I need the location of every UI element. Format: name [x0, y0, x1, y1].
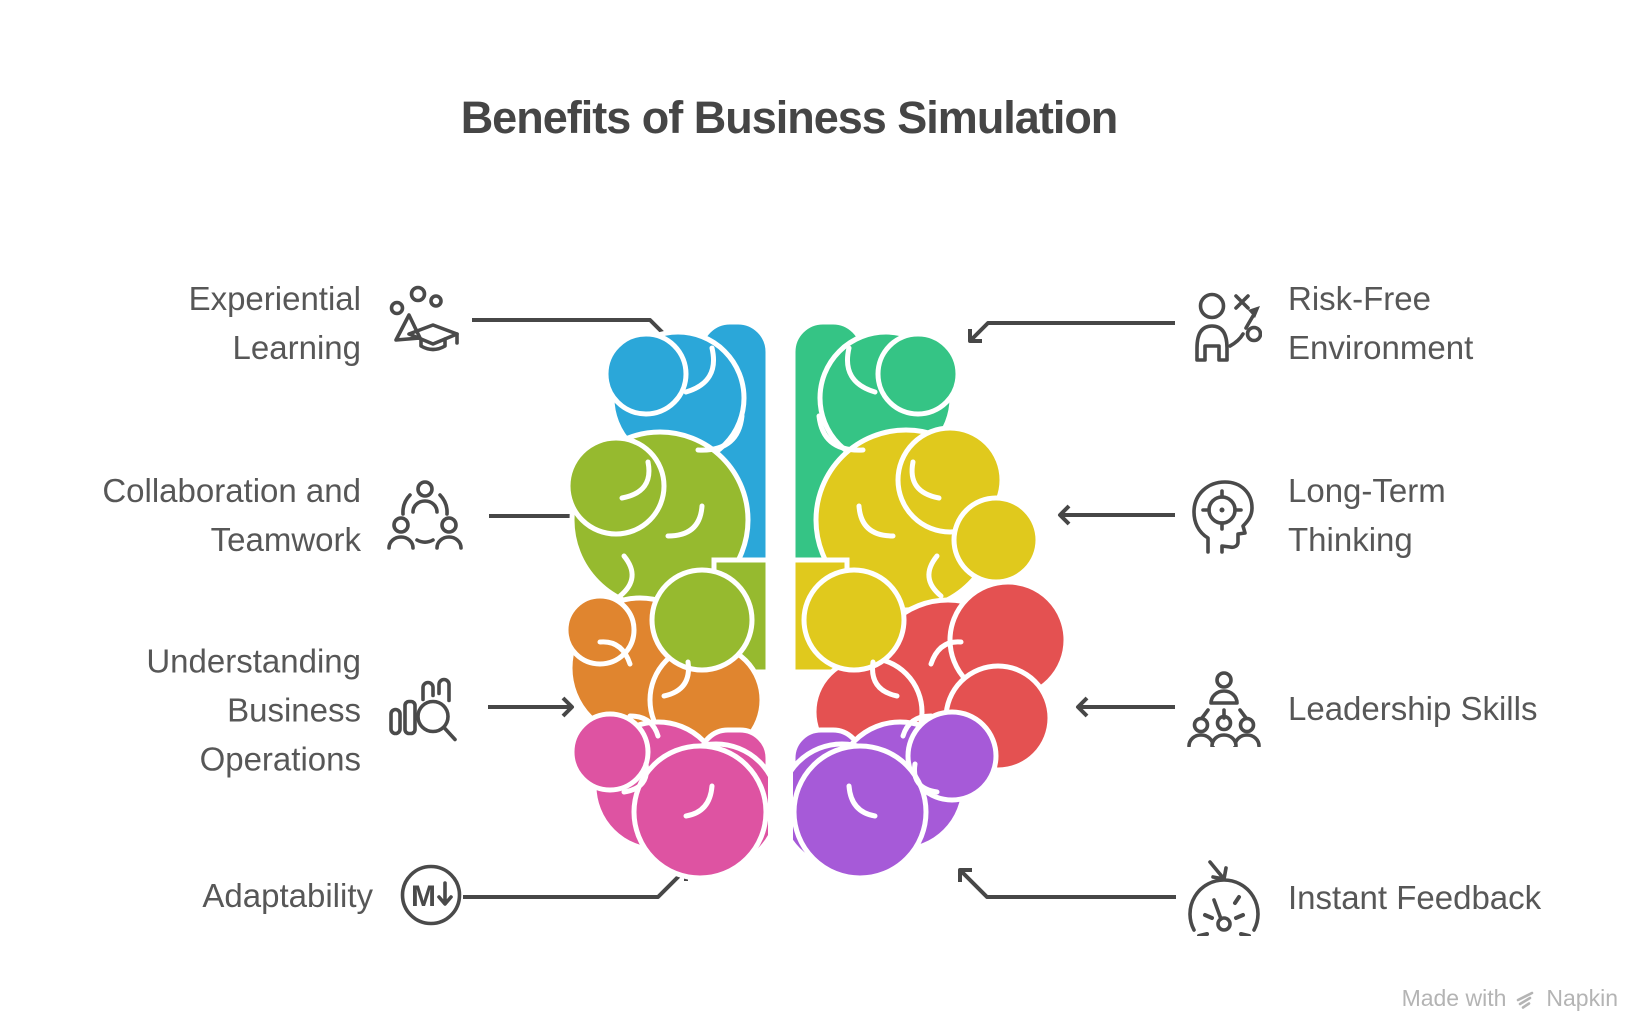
brain-section-red [811, 579, 1069, 773]
brain-section-blue [603, 319, 768, 615]
benefit-label-line: Adaptability [202, 876, 373, 914]
benefit-label: Leadership Skills [1288, 684, 1537, 733]
brain-yellow-bump [801, 567, 907, 673]
benefit-adaptability: Adaptability M [202, 863, 463, 927]
brain-section-pink [569, 711, 768, 881]
adaptability-icon: M [400, 864, 462, 926]
benefit-collaboration-teamwork: Collaboration and Teamwork [102, 466, 463, 564]
collaboration-teamwork-icon [387, 480, 463, 550]
benefit-instant-feedback: Instant Feedback [1186, 858, 1541, 936]
brain-fold-lines-left [597, 345, 745, 819]
benefit-label: Instant Feedback [1288, 873, 1541, 922]
benefit-label-line: Risk-Free [1288, 280, 1432, 317]
benefit-label-line: Long-Term [1288, 472, 1446, 509]
long-term-thinking-icon [1192, 480, 1254, 554]
benefit-label-line: Experiential [188, 280, 361, 317]
benefit-label-line: Learning [232, 329, 361, 366]
benefit-label-line: Leadership Skills [1288, 689, 1538, 727]
benefit-long-term-thinking: Long-Term Thinking [1186, 466, 1446, 564]
brain-fold-lines-right [816, 345, 964, 819]
benefit-label: Experiential Learning [189, 274, 361, 372]
brain-green-bump [649, 567, 755, 673]
risk-free-environment-icon [1195, 292, 1262, 362]
benefit-label: Collaboration and Teamwork [102, 466, 361, 564]
made-with-napkin: Made with Napkin [1402, 985, 1618, 1012]
benefit-label: Understanding Business Operations [146, 637, 361, 784]
benefit-label-line: Understanding [146, 642, 361, 680]
benefit-label-line: Thinking [1288, 521, 1413, 558]
benefit-leadership-skills: Leadership Skills [1186, 669, 1537, 747]
page-title: Benefits of Business Simulation [460, 92, 1119, 143]
benefit-label-line: Instant Feedback [1288, 878, 1542, 916]
benefit-label-line: Business [227, 691, 361, 729]
experiential-learning-icon [389, 285, 459, 352]
benefit-risk-free-environment: Risk-Free Environment [1186, 274, 1473, 372]
benefit-label-line: Teamwork [210, 521, 361, 558]
benefit-label: Long-Term Thinking [1288, 466, 1446, 564]
benefit-label-line: Environment [1288, 329, 1474, 366]
footer-made-with-text: Made with [1401, 985, 1507, 1011]
napkin-logo-icon [1517, 991, 1534, 1009]
brain-right-hemisphere [793, 319, 1069, 881]
brain-illustration [563, 319, 1069, 881]
benefit-label-line: Operations [199, 740, 361, 778]
benefit-label-line: Collaboration and [102, 472, 361, 509]
benefit-understanding-business-operations: Understanding Business Operations [146, 637, 463, 784]
brain-left-hemisphere [563, 319, 768, 881]
adaptability-letter: M [411, 880, 436, 913]
business-operations-magnifier-icon [389, 677, 457, 741]
footer-brand-text: Napkin [1546, 985, 1618, 1011]
brain-section-green [565, 429, 768, 675]
benefit-label: Risk-Free Environment [1288, 274, 1473, 372]
benefit-experiential-learning: Experiential Learning [189, 274, 463, 372]
benefit-label: Adaptability [202, 871, 373, 920]
leadership-skills-icon [1187, 671, 1261, 747]
brain-section-purple [793, 709, 999, 881]
instant-feedback-gauge-icon [1188, 860, 1260, 936]
